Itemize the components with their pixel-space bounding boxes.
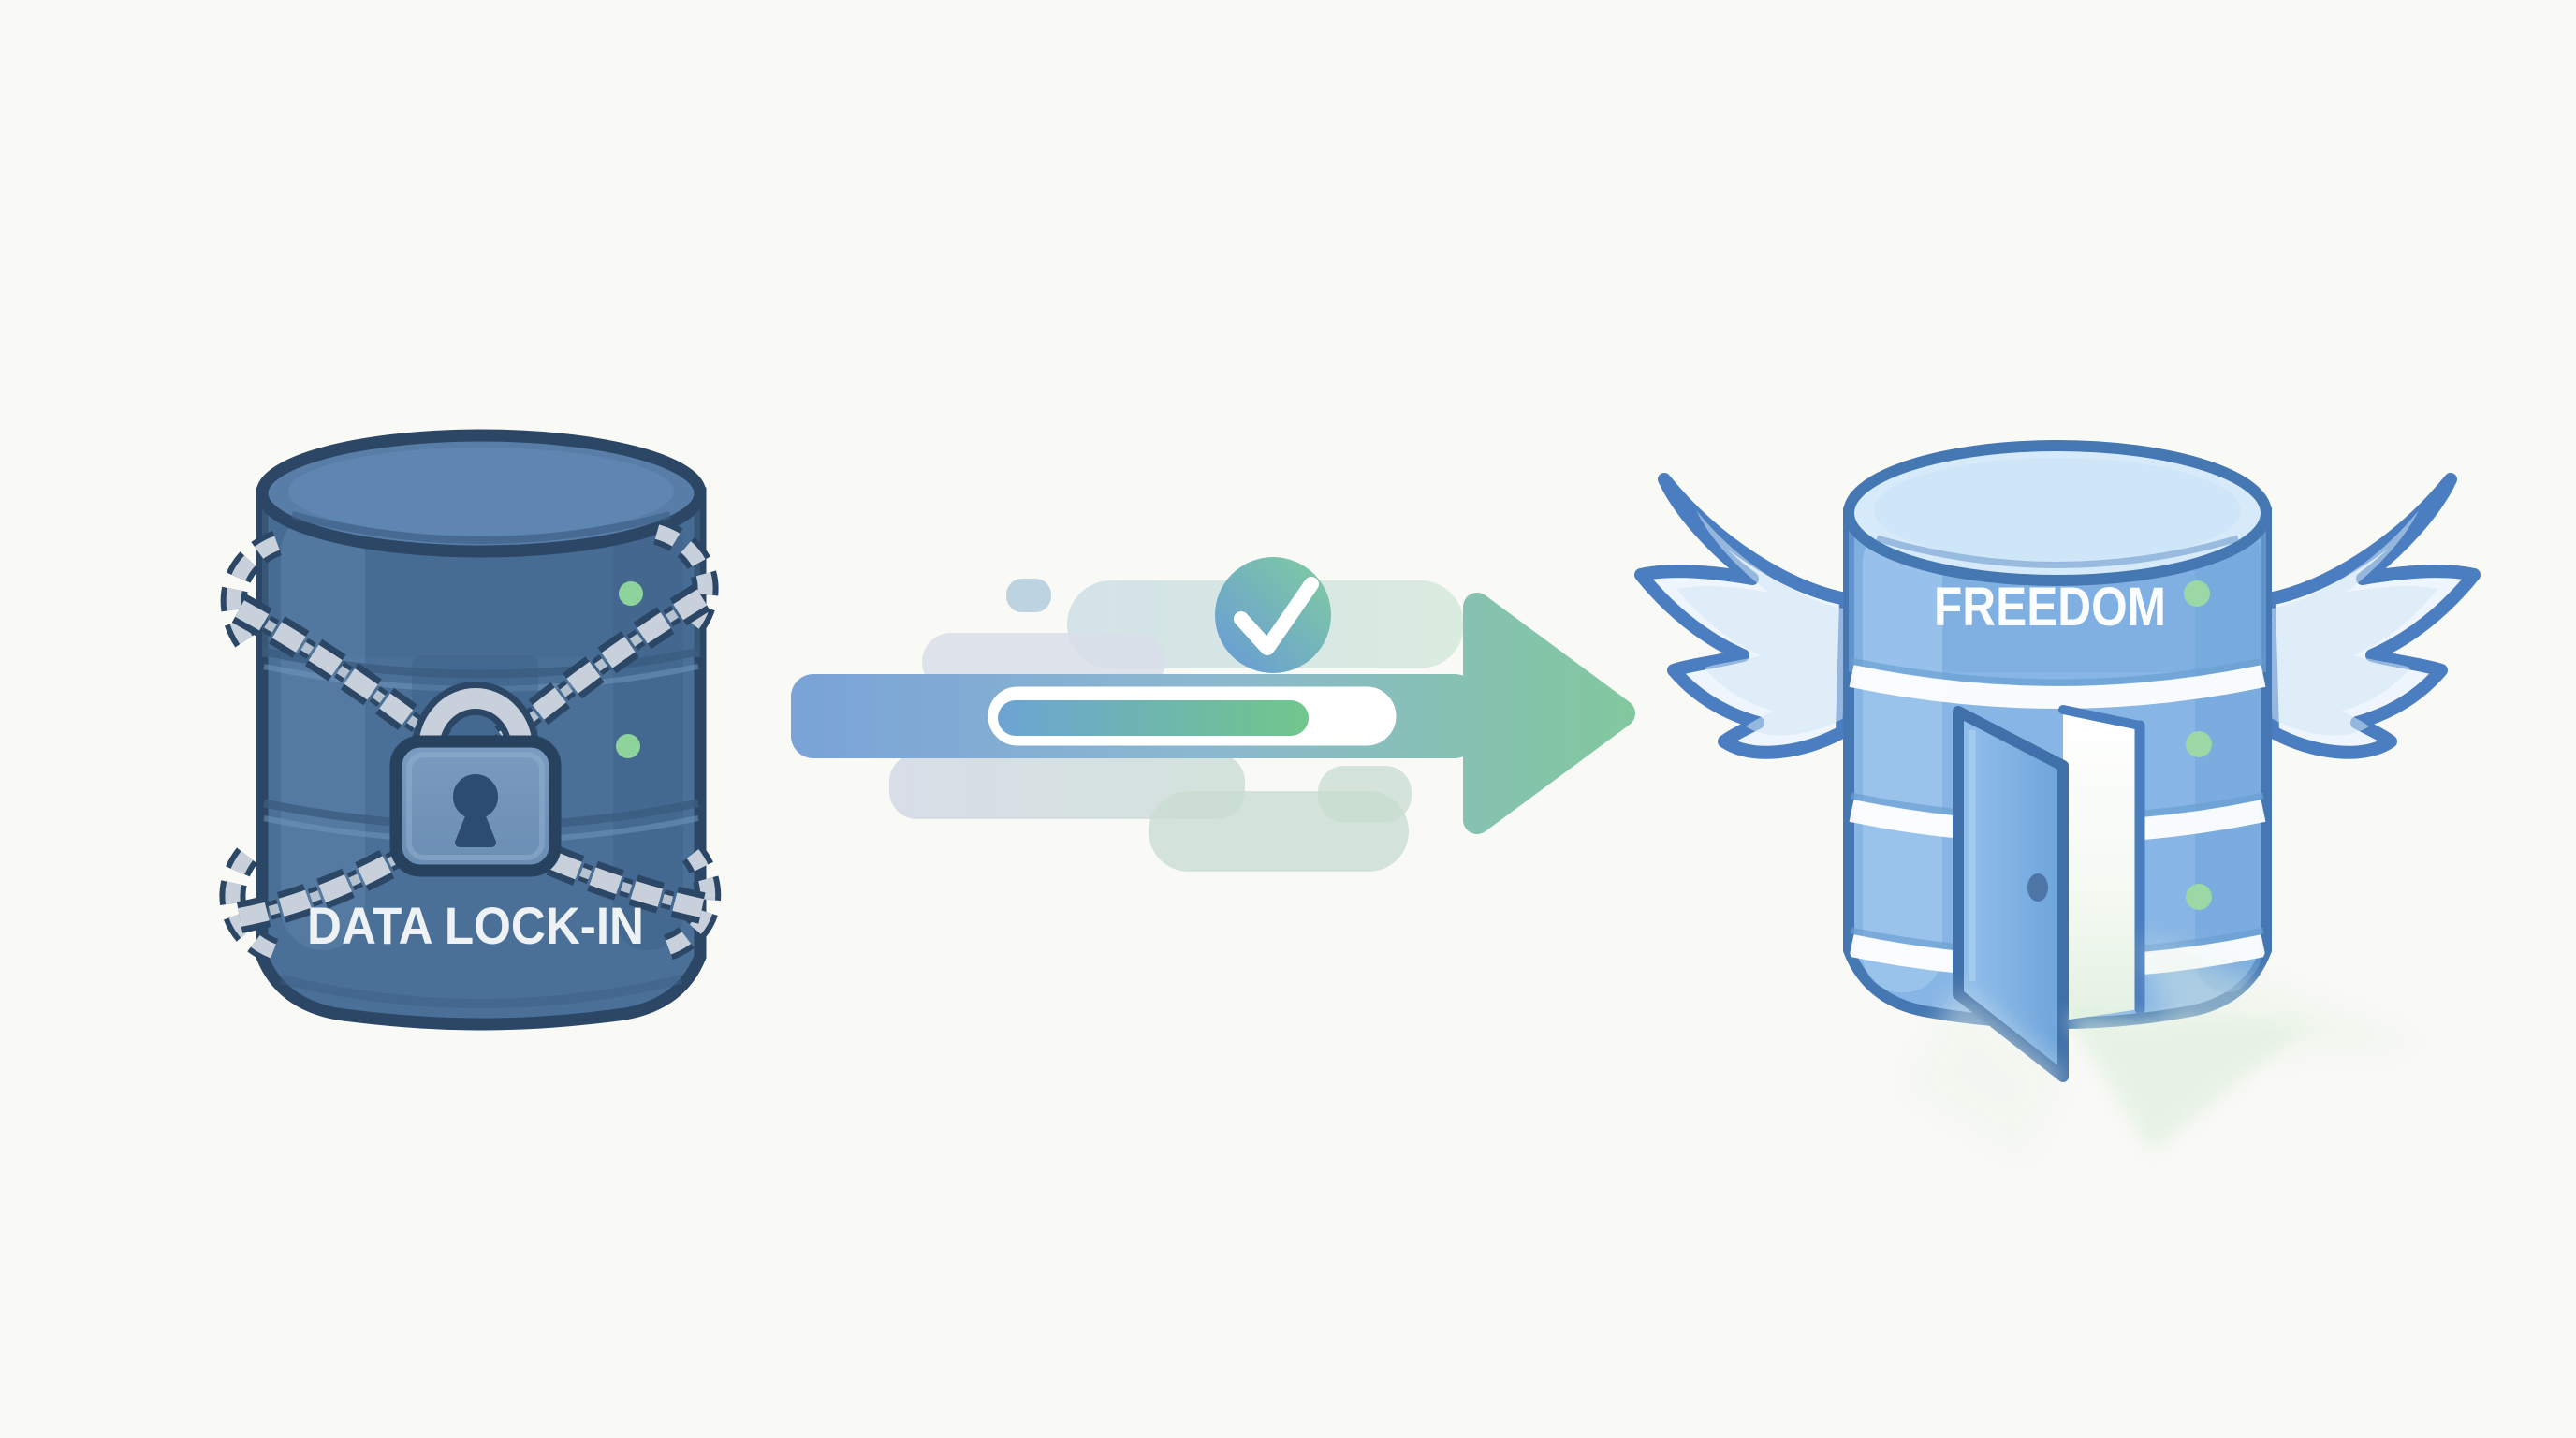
progress-bar — [977, 676, 1407, 756]
door-knob — [2027, 873, 2048, 902]
status-dot — [2184, 580, 2210, 607]
database-top-highlight — [1874, 458, 2241, 563]
status-dot — [616, 734, 640, 758]
database-top-highlight — [288, 448, 674, 536]
database-rim-shadow — [290, 511, 672, 544]
free-database: FREEDOM — [1641, 440, 2474, 1156]
checkmark-icon — [1234, 577, 1319, 655]
database-rim-shadow — [1876, 535, 2239, 568]
doorway-light-glow — [1905, 936, 2420, 1156]
status-dot — [2186, 731, 2212, 757]
status-dot — [2186, 884, 2212, 910]
right-wing-icon — [2269, 479, 2474, 753]
open-door-icon — [1953, 705, 2145, 1082]
padlock-icon — [389, 682, 562, 877]
check-badge — [1215, 557, 1331, 673]
progress-fill — [998, 700, 1309, 736]
data-lock-in-label: DATA LOCK-IN — [307, 896, 644, 955]
doorway-opening — [2063, 710, 2140, 1020]
status-dot — [619, 581, 643, 606]
keyhole-icon — [453, 774, 498, 847]
freedom-label: FREEDOM — [1934, 577, 2166, 638]
left-wing-icon — [1641, 479, 1846, 753]
locked-database: DATA LOCK-IN — [232, 429, 708, 1031]
migration-flow — [791, 557, 1635, 872]
